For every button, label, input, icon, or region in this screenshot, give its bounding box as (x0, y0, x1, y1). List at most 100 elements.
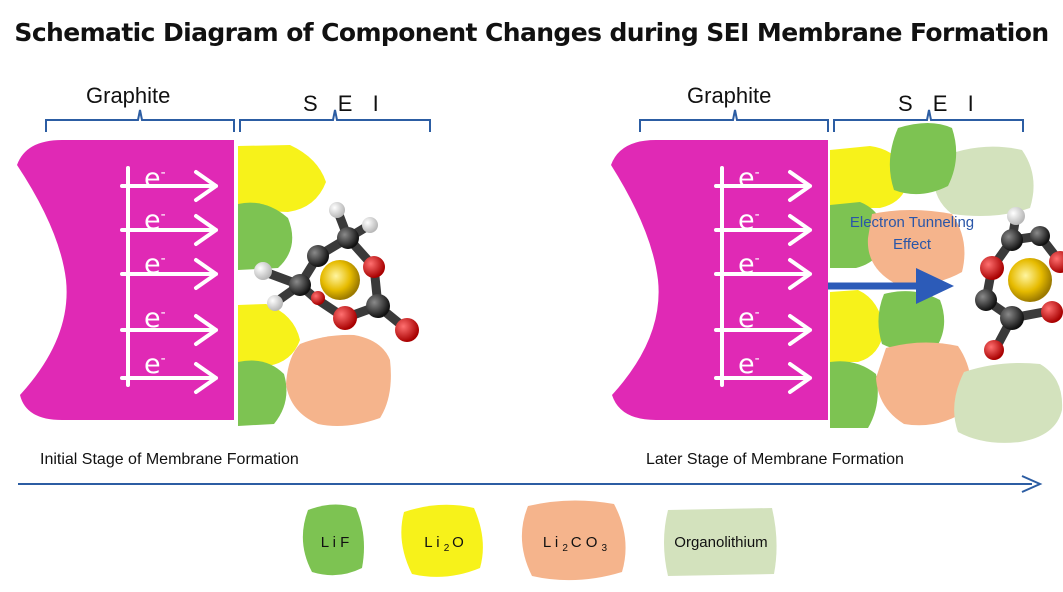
oxygen-atom (984, 340, 1004, 360)
carbon-atom (337, 227, 359, 249)
formula-char: C (570, 534, 586, 551)
electron-symbol: e (144, 349, 161, 380)
electron-symbol: e (144, 163, 161, 194)
organolithium-particle (933, 146, 1034, 216)
legend-label-li2co3: L i 2 C O 3 (522, 534, 628, 554)
carbon-atom (1030, 226, 1050, 246)
oxygen-atom (363, 256, 385, 278)
left-panel (17, 109, 431, 426)
li2o-particle (238, 145, 326, 212)
electron-arrow (714, 314, 812, 346)
electron-charge: - (160, 305, 166, 321)
organolithium-particle (954, 363, 1063, 443)
oxygen-atom (395, 318, 419, 342)
oxygen-atom (333, 306, 357, 330)
electron-arrow (714, 258, 812, 290)
legend-label-lif: L i F (320, 534, 350, 551)
sei-bracket-right (833, 109, 1024, 132)
electron-charge: - (754, 207, 760, 223)
graphite-label-left: Graphite (86, 83, 171, 108)
electron-label: e- (738, 202, 760, 234)
electron-label: e- (738, 346, 760, 378)
hydrogen-atom (254, 262, 272, 280)
formula-char: i (554, 534, 563, 551)
lif-particle (830, 361, 878, 428)
carbon-atom (366, 294, 390, 318)
carbon-atom (975, 289, 997, 311)
stage-label-later: Later Stage of Membrane Formation (646, 451, 904, 468)
sei-label-right: S E I (898, 91, 981, 116)
sei-label-left: S E I (303, 91, 386, 116)
electron-label: e- (738, 246, 760, 278)
electron-charge: - (160, 351, 166, 367)
electron-label: e- (144, 202, 166, 234)
li2o-particle (830, 146, 908, 208)
legend-swatch-organolithium (664, 508, 777, 576)
formula-char: L (542, 534, 555, 551)
electron-arrow (120, 214, 218, 246)
electron-arrows-right (714, 166, 812, 394)
hydrogen-atom (267, 295, 283, 311)
lif-particle (238, 202, 293, 270)
electron-symbol: e (144, 205, 161, 236)
electron-charge: - (754, 251, 760, 267)
formula-subscript: 2 (562, 543, 571, 554)
timeline-arrow (18, 475, 1043, 493)
lithium-ion (1008, 258, 1052, 302)
electron-charge: - (160, 251, 166, 267)
graphite-label-right: Graphite (687, 83, 772, 108)
graphite-block-right (611, 140, 828, 420)
right-panel (611, 109, 1063, 443)
oxygen-atom (1041, 301, 1063, 323)
legend-label-organolithium: Organolithium (674, 534, 768, 551)
lif-particle (889, 123, 957, 195)
formula-subscript: 2 (443, 543, 453, 554)
electron-symbol: e (738, 163, 755, 194)
graphite-block-left (17, 140, 234, 420)
hydrogen-atom (1007, 207, 1025, 225)
tunneling-label-line1: Electron Tunneling (849, 214, 975, 231)
electron-charge: - (160, 165, 166, 181)
electron-arrow (120, 258, 218, 290)
electron-symbol: e (738, 349, 755, 380)
hydrogen-atom (362, 217, 378, 233)
formula-char: O (452, 534, 464, 551)
li2co3-particle (867, 210, 965, 285)
li2co3-particle (286, 334, 391, 426)
legend-swatch-li2o (401, 504, 483, 577)
electron-arrow (714, 214, 812, 246)
stage-label-initial: Initial Stage of Membrane Formation (40, 451, 299, 468)
electron-charge: - (754, 351, 760, 367)
formula-char: O (585, 534, 602, 551)
li2o-particle (238, 304, 300, 366)
electron-charge: - (754, 305, 760, 321)
electrolyte-molecule-left (254, 202, 419, 342)
tunneling-label: Electron Tunneling Effect (822, 212, 1002, 256)
li2o-particle (830, 290, 884, 362)
electron-arrow (714, 170, 812, 202)
oxygen-atom (1049, 251, 1063, 273)
carbon-atom (307, 245, 329, 267)
sei-bracket-left (239, 109, 431, 132)
legend (302, 500, 777, 581)
carbon-atom (1000, 306, 1024, 330)
carbon-atom (289, 274, 311, 296)
electron-arrows-left (120, 166, 218, 394)
electron-tunneling-arrow (828, 268, 954, 304)
graphite-bracket-left (45, 109, 235, 132)
legend-swatch-li2co3 (521, 500, 626, 581)
electron-arrow (120, 170, 218, 202)
oxygen-atom (311, 291, 325, 305)
tunneling-label-line2: Effect (892, 236, 932, 253)
electrolyte-molecule-right (975, 207, 1063, 360)
electron-symbol: e (738, 303, 755, 334)
graphite-bracket-right (639, 109, 829, 132)
legend-label-li2o: L i 2 O (402, 534, 486, 554)
lif-particle (238, 360, 287, 426)
electron-arrow (120, 362, 218, 394)
electron-label: e- (144, 246, 166, 278)
electron-arrow (714, 362, 812, 394)
electron-label: e- (144, 160, 166, 192)
hydrogen-atom (329, 202, 345, 218)
